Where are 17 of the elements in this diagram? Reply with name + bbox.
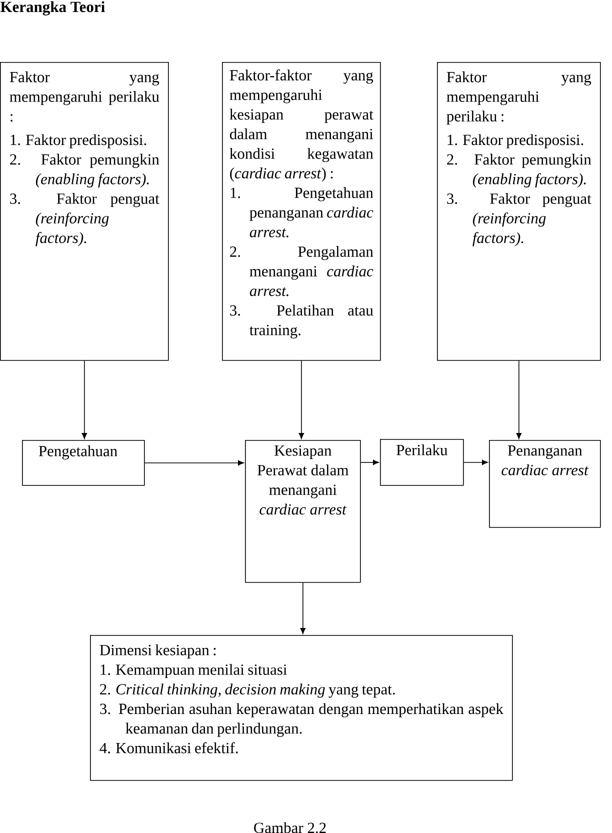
process-box: Perilaku (380, 439, 464, 486)
arrow (82, 360, 88, 439)
title: Kerangka Teori (0, 1, 105, 16)
arrow (298, 360, 304, 439)
process-box: Pengetahuan (22, 440, 145, 486)
text-box: Dimensi kesiapan : 1. Kemampuan menilai situasi 2. Critical thinking, decision making yang tepat. 3. Pemberian asuhan keperawatan dengan memperhatikan aspek keamanan dan perlindungan. 4. Komunikasi efektif. (90, 635, 513, 781)
process-box: Penanganan cardiac arrest (489, 440, 601, 528)
text-box: Faktor yang mempengaruhi perilaku : 1. Faktor predisposisi. 2. Faktor pemungkin (enabling factors). 3. Faktor penguat (reinforcing factors). (437, 62, 601, 361)
process-box: Kesiapan Perawat dalam menangani cardiac arrest (245, 440, 361, 583)
caption: Gambar 2.2 (254, 822, 326, 833)
arrow (144, 460, 244, 466)
arrow (360, 460, 379, 466)
text-box: Faktor-faktor yang mempengaruhi kesiapan perawat dalam menangani kondisi kegawatan (cardiac arrest) : 1. Pengetahuan penanganan cardiac arrest. 2. Pengalaman menangani cardiac arrest. 3. Pelatihan atau training. (222, 62, 381, 361)
arrow (463, 460, 488, 466)
arrow (516, 360, 522, 439)
text-box: Faktor yang mempengaruhi perilaku : 1. Faktor predisposisi. 2. Faktor pemungkin (enabling factors). 3. Faktor penguat (reinforcing factors). (0, 62, 169, 361)
arrow (300, 582, 306, 634)
